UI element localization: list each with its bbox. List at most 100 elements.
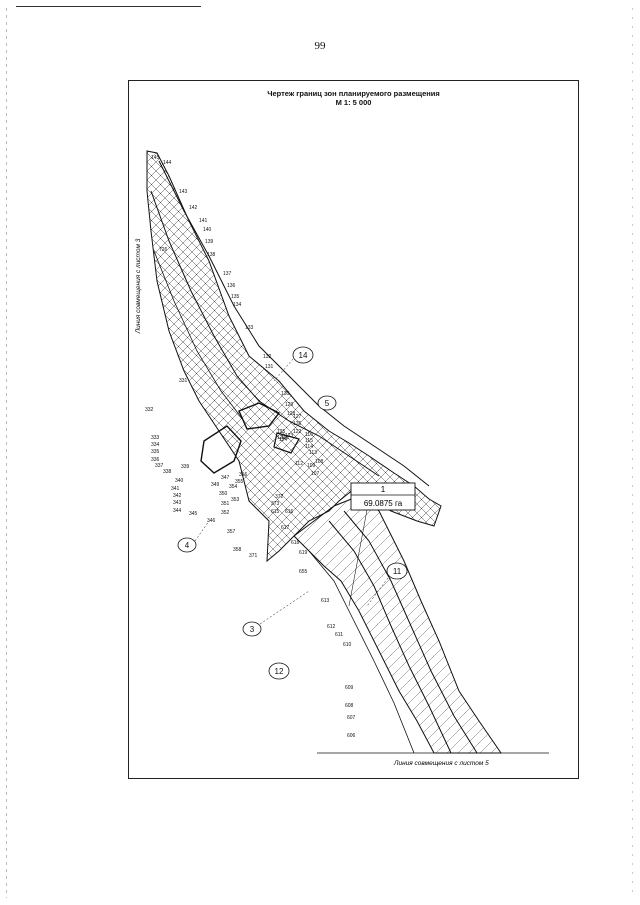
point-label: 129	[285, 402, 294, 408]
point-label: 619	[299, 550, 308, 556]
point-label: 605	[129, 81, 138, 83]
svg-text:3: 3	[250, 625, 255, 634]
point-label: 139	[205, 239, 214, 245]
point-label: 607	[347, 715, 356, 721]
point-label: 133	[245, 325, 254, 331]
point-label: 350	[219, 491, 228, 497]
drawing-title: Чертеж границ зон планируемого размещени…	[267, 89, 440, 98]
point-label: 355	[235, 479, 244, 485]
area-box-number: 1	[381, 485, 386, 494]
point-label: 123	[285, 433, 294, 439]
point-label: 112	[295, 461, 303, 467]
point-label: 124	[279, 437, 288, 443]
right-margin-line	[632, 8, 633, 898]
point-label: 613	[321, 598, 330, 604]
point-label: 145	[151, 155, 160, 161]
point-label: 342	[173, 493, 182, 499]
point-label: 616	[285, 509, 294, 515]
point-label: 347	[221, 475, 230, 481]
point-label: 335	[151, 449, 160, 455]
point-label: 134	[233, 302, 242, 308]
area-box: 1 69.0875 га	[348, 482, 416, 607]
point-label: 115	[305, 438, 313, 444]
point-label: 354	[229, 484, 238, 490]
point-label: 344	[173, 508, 182, 514]
area-box-value: 69.0875 га	[364, 499, 403, 508]
point-label: 332	[145, 407, 154, 413]
point-label: 136	[227, 283, 236, 289]
point-label: 131	[265, 364, 274, 370]
svg-text:4: 4	[185, 541, 190, 550]
left-margin-line	[6, 8, 7, 898]
point-label: 617	[281, 525, 290, 531]
drawing-scale: М 1: 5 000	[335, 98, 372, 107]
point-label: 130	[281, 391, 290, 397]
point-label: 618	[291, 540, 300, 546]
zone-marker-5: 5	[317, 395, 337, 411]
point-label: 120	[277, 435, 286, 441]
point-label: 371	[249, 553, 258, 559]
point-label: 127	[293, 414, 302, 420]
point-label: 352	[221, 510, 230, 516]
point-label: 132	[263, 354, 272, 360]
zone-marker-11: 11	[366, 562, 408, 607]
point-label: 356	[239, 472, 248, 478]
point-label: 125	[277, 429, 286, 435]
zone-marker-14: 14	[273, 346, 314, 382]
point-label: 108	[315, 459, 324, 465]
zone-marker-12: 12	[268, 662, 290, 680]
point-label: 611	[335, 632, 343, 638]
zone-marker-3: 3	[242, 590, 310, 637]
point-label: 349	[211, 482, 220, 488]
point-label: 137	[223, 271, 232, 277]
point-label: 339	[181, 464, 190, 470]
top-rule	[16, 6, 201, 7]
inner-road-line-3	[153, 250, 245, 422]
lower-corridor-zone	[293, 495, 502, 754]
point-label: 331	[179, 378, 188, 384]
point-label: 128	[287, 411, 296, 417]
inner-structure-2	[238, 402, 281, 430]
point-label: 609	[345, 685, 354, 691]
point-label: 343	[173, 500, 182, 506]
point-label: 121	[281, 435, 290, 441]
point-label: 109	[307, 463, 316, 469]
lower-road-line-1	[328, 520, 452, 754]
point-label: 604	[129, 81, 138, 83]
point-label: 337	[155, 463, 164, 469]
svg-text:5: 5	[325, 399, 330, 408]
svg-text:12: 12	[275, 667, 284, 676]
point-label: 116	[305, 432, 313, 438]
point-label: 126	[293, 421, 302, 427]
point-label: 608	[345, 703, 354, 709]
svg-text:14: 14	[299, 351, 308, 360]
point-label: 334	[151, 442, 160, 448]
page-number: 99	[314, 40, 326, 52]
point-label: 338	[163, 469, 172, 475]
point-label: 353	[231, 497, 240, 503]
point-label: 144	[163, 160, 172, 166]
point-label: 726	[159, 247, 168, 253]
point-label: 141	[199, 218, 208, 224]
point-label: 143	[179, 189, 188, 195]
point-label: 606	[347, 733, 356, 739]
point-label: 357	[227, 529, 236, 535]
point-label: 135	[231, 294, 240, 300]
point-label: 107	[311, 471, 320, 477]
point-label: 140	[203, 227, 212, 233]
point-label: 122	[293, 429, 302, 435]
point-label: 346	[207, 518, 216, 524]
boundary-map: Линия совмещения с листом 3 Линия совмещ…	[129, 81, 549, 767]
inner-structure-3	[273, 432, 300, 454]
point-label: 615	[271, 509, 280, 515]
zone-marker-4: 4	[177, 520, 210, 553]
point-label: 114	[305, 444, 313, 450]
left-sheet-note: Линия совмещения с листом 3	[135, 238, 142, 334]
svg-text:11: 11	[393, 567, 402, 576]
point-label: 351	[221, 501, 230, 507]
lower-road-line-2	[343, 510, 478, 754]
point-label: 612	[327, 624, 336, 630]
lower-road-line-3	[308, 550, 415, 754]
point-label: 333	[151, 435, 160, 441]
point-labels: 1451441431421411401391387261371361351341…	[129, 81, 356, 739]
